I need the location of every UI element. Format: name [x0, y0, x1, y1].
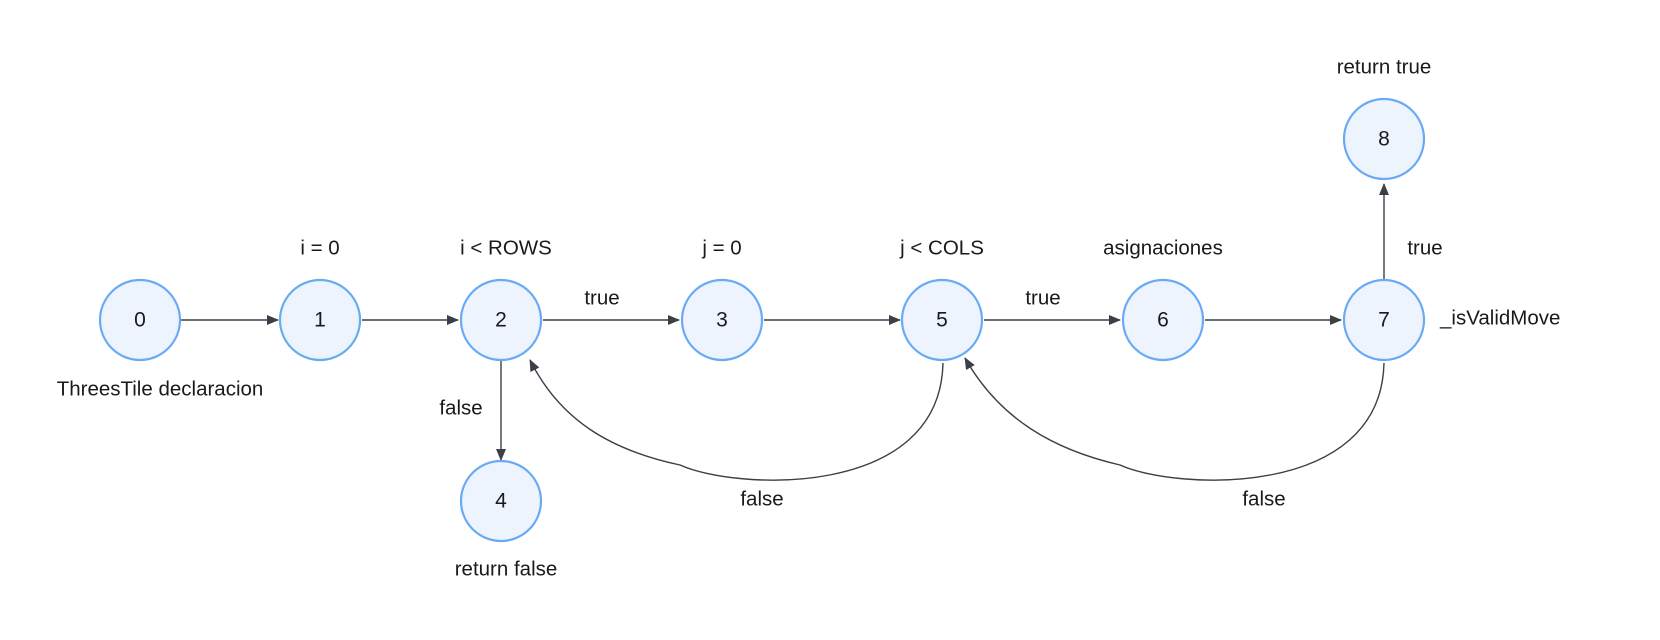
- node-5-id: 5: [936, 309, 948, 332]
- edge-label-2-3: true: [584, 287, 619, 310]
- edge-label-7-5: false: [1242, 488, 1285, 511]
- node-4: 4: [459, 459, 543, 543]
- edge-7-5: [964, 357, 1385, 481]
- node-3-id: 3: [716, 309, 728, 332]
- node-3-caption: j = 0: [701, 237, 741, 260]
- node-8-caption: return true: [1337, 56, 1432, 79]
- node-0-caption: ThreesTile declaracion: [57, 378, 264, 401]
- node-7-id: 7: [1378, 309, 1390, 332]
- node-6: 6: [1121, 278, 1205, 362]
- edge-label-7-8: true: [1407, 237, 1442, 260]
- nodes: 0 1 2 3 4 5 6 7: [98, 97, 1426, 543]
- node-6-caption: asignaciones: [1103, 237, 1223, 260]
- node-1-id: 1: [314, 309, 326, 332]
- edges: [181, 183, 1389, 481]
- node-0: 0: [98, 278, 182, 362]
- node-7-caption: _isValidMove: [1439, 307, 1560, 330]
- node-2-id: 2: [495, 309, 507, 332]
- node-1-caption: i = 0: [300, 237, 339, 260]
- node-1: 1: [278, 278, 362, 362]
- edge-label-2-4: false: [439, 397, 482, 420]
- node-5: 5: [900, 278, 984, 362]
- edge-labels: true false true false true false: [439, 237, 1442, 511]
- node-2-caption: i < ROWS: [460, 237, 552, 260]
- node-7: 7: [1342, 278, 1426, 362]
- node-0-id: 0: [134, 309, 146, 332]
- node-8-id: 8: [1378, 128, 1390, 151]
- node-8: 8: [1342, 97, 1426, 181]
- node-4-id: 4: [495, 490, 507, 513]
- edge-label-5-2: false: [740, 488, 783, 511]
- node-3: 3: [680, 278, 764, 362]
- edge-5-2: [529, 359, 944, 481]
- node-6-id: 6: [1157, 309, 1169, 332]
- node-4-caption: return false: [455, 558, 558, 581]
- node-2: 2: [459, 278, 543, 362]
- edge-label-5-6: true: [1025, 287, 1060, 310]
- node-5-caption: j < COLS: [899, 237, 984, 260]
- node-captions: ThreesTile declaracion i = 0 i < ROWS j …: [57, 56, 1561, 581]
